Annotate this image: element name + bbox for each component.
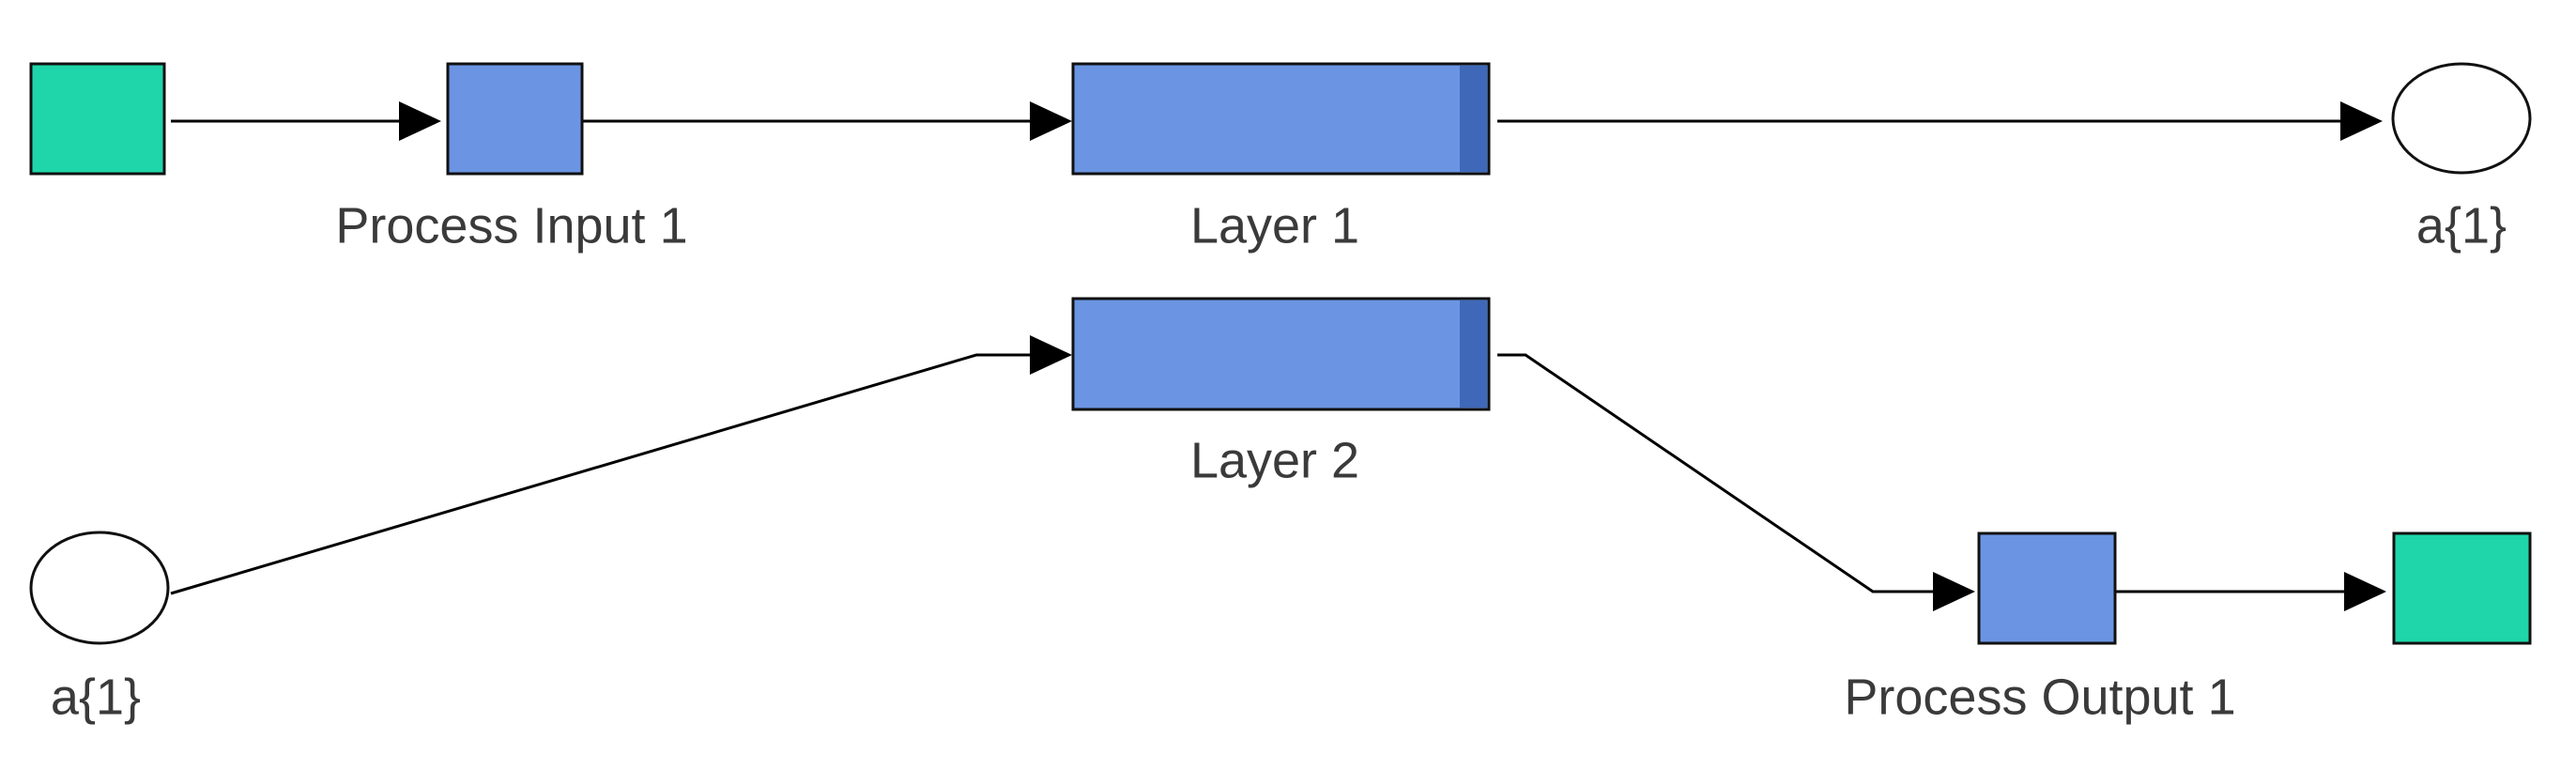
- a1-input-port[interactable]: a{1}: [29, 531, 170, 725]
- layer1-rect[interactable]: [1071, 62, 1491, 176]
- connection-lines: [170, 101, 2386, 611]
- a1-output-label: a{1}: [2416, 197, 2507, 254]
- layer2-rect[interactable]: [1071, 297, 1491, 411]
- process-input-label: Process Input 1: [335, 197, 687, 254]
- input-source-square[interactable]: [29, 62, 166, 176]
- a1-output-circle[interactable]: [2391, 62, 2532, 175]
- layer1-shade: [1460, 66, 1487, 172]
- wire-a1-in-to-layer2: [170, 353, 1042, 595]
- arrowhead-layer2: [1030, 335, 1072, 375]
- process-input-block[interactable]: Process Input 1: [335, 62, 688, 254]
- arrowhead-process-input: [399, 101, 441, 141]
- arrowhead-layer1: [1030, 101, 1072, 141]
- output-sink-block[interactable]: [2392, 531, 2532, 645]
- wire-layer2-to-process-output: [1497, 353, 1943, 593]
- arrowhead-output-sink: [2344, 572, 2386, 611]
- arrowhead-a1-out: [2340, 101, 2383, 141]
- a1-output-port[interactable]: a{1}: [2391, 62, 2532, 254]
- a1-input-label: a{1}: [51, 669, 141, 725]
- process-input-square[interactable]: [446, 62, 584, 176]
- process-output-label: Process Output 1: [1844, 669, 2235, 725]
- layer2-label: Layer 2: [1190, 432, 1359, 488]
- input-source-block[interactable]: [29, 62, 166, 176]
- arrowhead-process-output: [1933, 572, 1975, 611]
- output-sink-square[interactable]: [2392, 531, 2532, 645]
- layer2-shade: [1460, 300, 1487, 408]
- process-output-square[interactable]: [1977, 531, 2117, 645]
- layer2-block[interactable]: Layer 2: [1071, 297, 1491, 488]
- a1-input-circle[interactable]: [29, 531, 170, 645]
- process-output-block[interactable]: Process Output 1: [1844, 531, 2236, 725]
- layer1-block[interactable]: Layer 1: [1071, 62, 1491, 254]
- layer1-label: Layer 1: [1190, 197, 1359, 254]
